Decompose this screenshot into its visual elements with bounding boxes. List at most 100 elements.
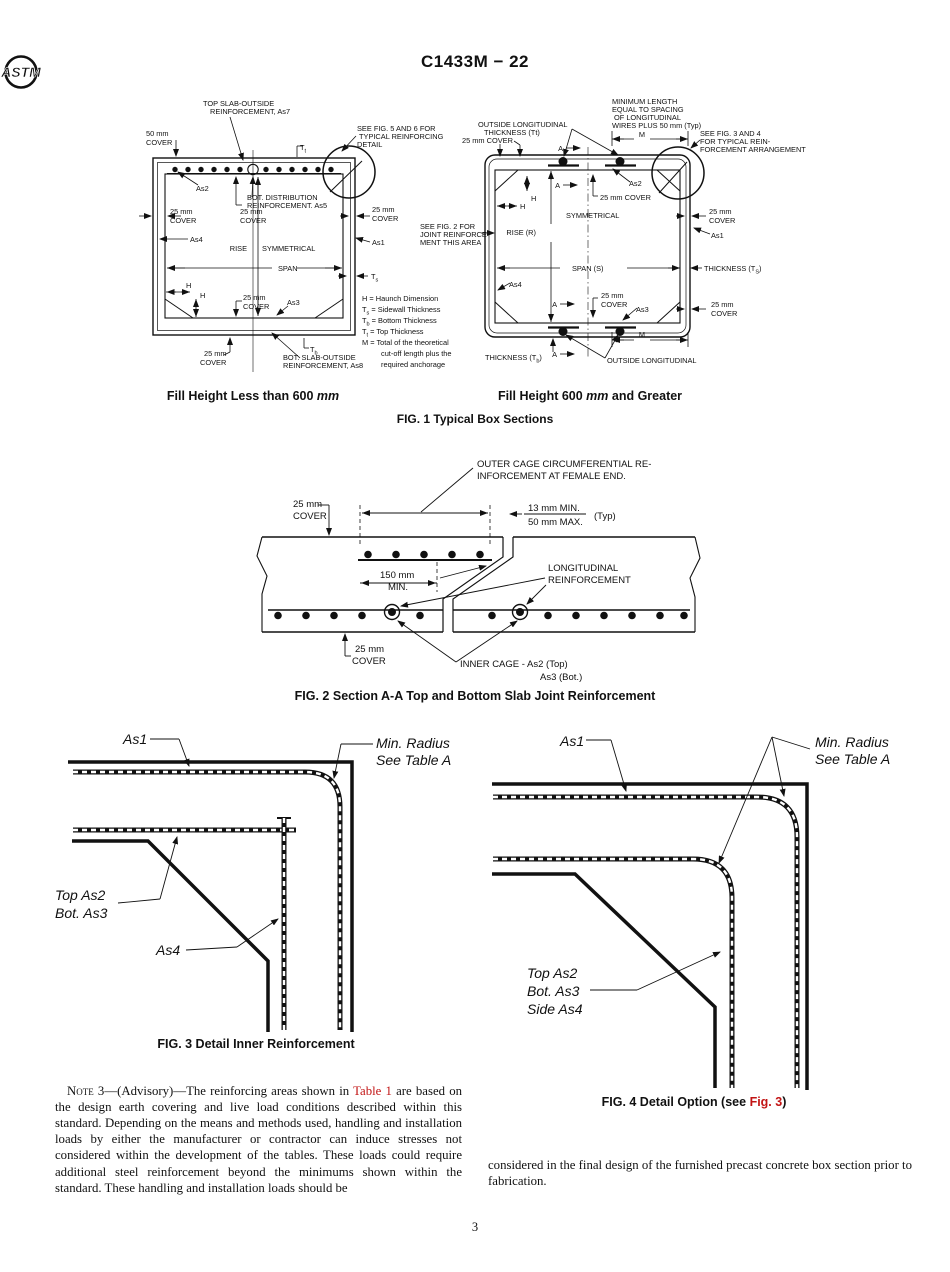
fig1-label: DETAIL [357,140,382,149]
rebar-dot [289,166,295,173]
fig3-label: Top As2 [55,887,106,903]
fig1-label: cut-off length plus the [381,349,452,358]
fig1-label: RISE [230,244,247,253]
rebar-dot [656,611,664,620]
fig1-label: REINFORCEMENT, As7 [210,107,290,116]
fig1-label: COVER [709,216,735,225]
fig1-label: WIRES PLUS 50 mm (Typ) [612,121,701,130]
fig3-label: As1 [122,731,147,747]
fig1-right-box-diagram [481,128,711,359]
fig1-label: REINFORCEMENT. As5 [247,201,327,210]
fig1-label: Tt = Top Thickness [362,327,424,338]
fig1-label: MENT THIS AREA [420,238,481,247]
table-1-link[interactable]: Table 1 [353,1084,392,1098]
fig1-label: COVER [240,216,266,225]
note-3-paragraph: Note 3—(Advisory)—The reinforcing areas … [55,1084,462,1195]
fig1-label: COVER [200,358,226,367]
fig1-label: EQUAL TO SPACING [612,105,684,114]
fig1-label: 25 mm [709,207,732,216]
fig1-label: H [200,291,205,300]
fig1-label: COVER [601,300,627,309]
fig2-joint-section-diagram [256,467,701,663]
fig2-label: LONGITUDINAL [548,563,618,574]
rebar-dot [198,166,204,173]
rebar-dot [358,611,366,620]
fig2-caption: FIG. 2 Section A-A Top and Bottom Slab J… [294,689,656,703]
fig1-label: A [552,300,557,309]
fig4-label: As1 [559,733,584,749]
fig1-label: H = Haunch Dimension [362,294,438,303]
rebar-dot [364,550,372,559]
fig1-label: H [520,202,525,211]
rebar-dot [328,166,334,173]
fig1-label: 25 mm [372,205,395,214]
fig2-label: OUTER CAGE CIRCUMFERENTIAL RE- [477,459,651,470]
fig2-label: INNER CAGE - As2 (Top) [460,659,568,670]
fig1-label: COVER [711,309,737,318]
fig1-label: COVER [243,302,269,311]
note-label: Note [67,1084,94,1098]
svg-text:ASTM: ASTM [0,64,41,80]
fig1-label: MINIMUM LENGTH [612,97,677,106]
fig1-label: OUTSIDE LONGITUDINAL [607,356,697,365]
fig1-label: SPAN (S) [572,264,603,273]
fig2-label: COVER [352,656,386,667]
rebar-dot [544,611,552,620]
fig1-right-subcaption: Fill Height 600 mm and Greater [497,389,683,403]
fig1-label: Ts [371,272,379,283]
rebar-dot [628,611,636,620]
fig1-label: 25 mm COVER [600,193,651,202]
rebar-dot [488,611,496,620]
rebar-dot [315,166,321,173]
rebar-dot [302,611,310,620]
fig1-label: FORCEMENT ARRANGEMENT [700,145,806,154]
fig1-caption: FIG. 1 Typical Box Sections [396,412,554,426]
fig2-label: COVER [293,511,327,522]
rebar-dot [392,550,400,559]
fig1-label: 25 mm [711,300,734,309]
rebar-dot [420,550,428,559]
fig1-label: M [639,130,645,139]
fig1-label: 25 mm [204,349,227,358]
fig1-label: COVER [146,138,172,147]
fig1-label: As2 [629,179,642,188]
fig1-label: TYPICAL REINFORCING [359,132,444,141]
fig2-label: 50 mm MAX. [528,517,583,528]
fig4-label: See Table A [815,751,890,767]
fig1-label: SEE FIG. 2 FOR [420,222,475,231]
fig2-label: 25 mm [293,499,322,510]
fig1-label: THICKNESS (Tt) [484,128,540,137]
fig4-label: Top As2 [527,965,578,981]
fig1-label: COVER [170,216,196,225]
page-header: ASTM C1433M − 22 [0,52,950,89]
fig4-caption: FIG. 4 Detail Option (see Fig. 3) [601,1095,787,1109]
fig1-label: required anchorage [381,360,445,369]
rebar-dot [416,611,424,620]
rebar-dot [263,166,269,173]
fig1-label: REINFORCEMENT, As8 [283,361,363,370]
fig1-label: Tb [310,345,318,356]
fig1-label: SYMMETRICAL [566,211,619,220]
fig3-label: As4 [155,942,180,958]
fig1-label: As4 [509,280,522,289]
fig1-label: JOINT REINFORCE- [420,230,490,239]
fig1-label: As3 [287,298,300,307]
rebar-dot [600,611,608,620]
rebar-dot [680,611,688,620]
rebar-dot [185,166,191,173]
fig2-label: (Typ) [594,511,616,522]
rebar-dot [448,550,456,559]
fig1-label: BOT. DISTRIBUTION [247,193,318,202]
fig1-label: SYMMETRICAL [262,244,315,253]
fig1-label: M [639,330,645,339]
top-slab-reinforcement-dots [172,166,334,173]
fig1-label: A [558,144,563,153]
fig2-label: MIN. [388,582,408,593]
rebar-dot [276,166,282,173]
fig3-link[interactable]: Fig. 3 [749,1095,783,1109]
fig1-label: OF LONGITUDINAL [614,113,681,122]
fig2-label: REINFORCEMENT [548,575,631,586]
fig1-label: THICKNESS (TS) [704,264,762,275]
fig1-label: BOT. SLAB-OUTSIDE [283,353,356,362]
